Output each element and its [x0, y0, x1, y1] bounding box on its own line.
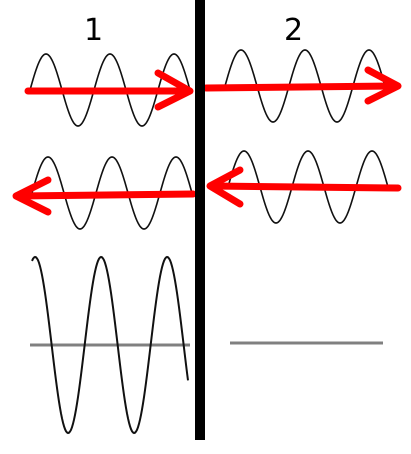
- left-reflected-arrow-icon: [12, 176, 197, 216]
- region-label-2: 2: [284, 13, 303, 48]
- left-standing-wave: [31, 255, 189, 435]
- right-reflected-wave: [227, 150, 389, 224]
- right-incident-wave: [224, 49, 386, 123]
- left-incident-arrow-icon: [24, 69, 194, 111]
- region-label-1: 1: [84, 13, 103, 48]
- right-incident-arrow-icon: [202, 66, 402, 105]
- left-reflected-wave: [31, 156, 193, 230]
- right-reflected-arrow-icon: [206, 166, 402, 208]
- boundary-barrier: [195, 0, 205, 440]
